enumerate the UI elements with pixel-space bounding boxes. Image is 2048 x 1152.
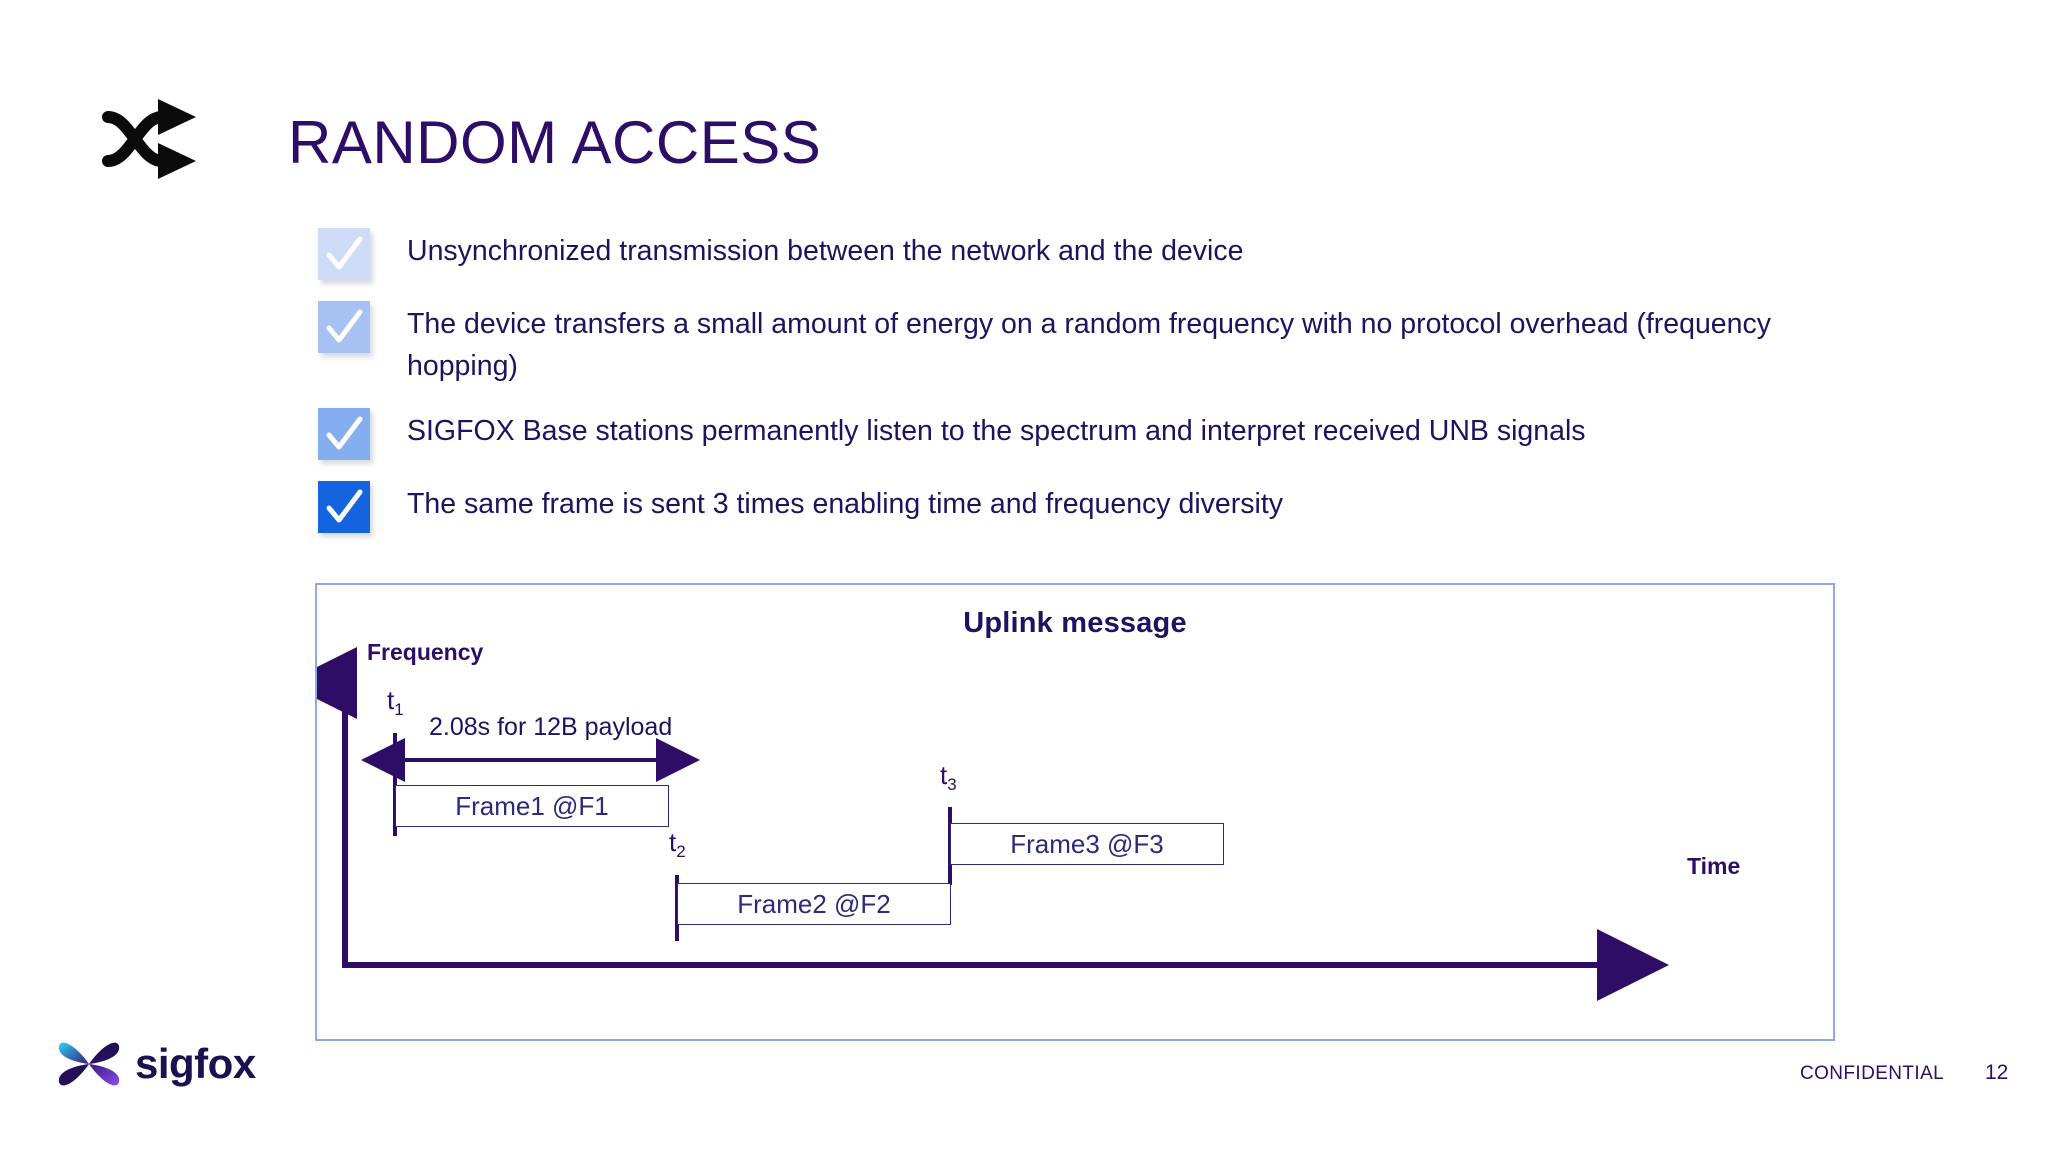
list-item: SIGFOX Base stations permanently listen … bbox=[318, 408, 1818, 460]
list-item-label: The device transfers a small amount of e… bbox=[407, 308, 1771, 382]
checkbox-2[interactable] bbox=[318, 301, 370, 353]
frame-box-3-label: Frame3 @F3 bbox=[1010, 828, 1164, 859]
check-icon bbox=[326, 489, 363, 523]
frame-box-2: Frame2 @F2 bbox=[677, 883, 951, 925]
list-item-label: The same frame is sent 3 times enabling … bbox=[407, 488, 1283, 520]
list-item: The device transfers a small amount of e… bbox=[318, 301, 1818, 387]
uplink-diagram: Uplink message Frequency Time bbox=[315, 583, 1835, 1041]
checkbox-4[interactable] bbox=[318, 481, 370, 533]
butterfly-logo-icon bbox=[58, 1042, 120, 1086]
list-item: Unsynchronized transmission between the … bbox=[318, 228, 1818, 280]
check-icon bbox=[326, 309, 363, 343]
frame-box-2-label: Frame2 @F2 bbox=[737, 888, 891, 919]
diagram-title: Uplink message bbox=[963, 607, 1187, 639]
y-axis-label: Frequency bbox=[367, 639, 484, 665]
shuffle-icon bbox=[100, 95, 210, 183]
x-axis-label: Time bbox=[1687, 853, 1741, 879]
page-title: RANDOM ACCESS bbox=[288, 109, 822, 176]
time-marker-t1: t1 bbox=[387, 685, 404, 719]
bullet-list: Unsynchronized transmission between the … bbox=[318, 228, 1818, 554]
list-item: The same frame is sent 3 times enabling … bbox=[318, 481, 1818, 533]
list-item-label: SIGFOX Base stations permanently listen … bbox=[407, 415, 1586, 447]
time-marker-t3: t3 bbox=[940, 760, 957, 794]
frame-box-3: Frame3 @F3 bbox=[950, 823, 1224, 865]
duration-label: 2.08s for 12B payload bbox=[429, 713, 673, 741]
check-icon bbox=[326, 416, 363, 450]
checkbox-1[interactable] bbox=[318, 228, 370, 280]
check-icon bbox=[326, 236, 363, 270]
confidential-label: CONFIDENTIAL bbox=[1800, 1063, 1945, 1084]
frame-box-1-label: Frame1 @F1 bbox=[455, 790, 609, 821]
list-item-label: Unsynchronized transmission between the … bbox=[407, 235, 1244, 267]
sigfox-wordmark: sigfox bbox=[135, 1040, 256, 1087]
sigfox-logo: sigfox bbox=[55, 1030, 256, 1098]
page-number: 12 bbox=[1985, 1061, 2009, 1084]
checkbox-3[interactable] bbox=[318, 408, 370, 460]
time-marker-t2: t2 bbox=[669, 827, 686, 861]
frame-box-1: Frame1 @F1 bbox=[395, 785, 669, 827]
